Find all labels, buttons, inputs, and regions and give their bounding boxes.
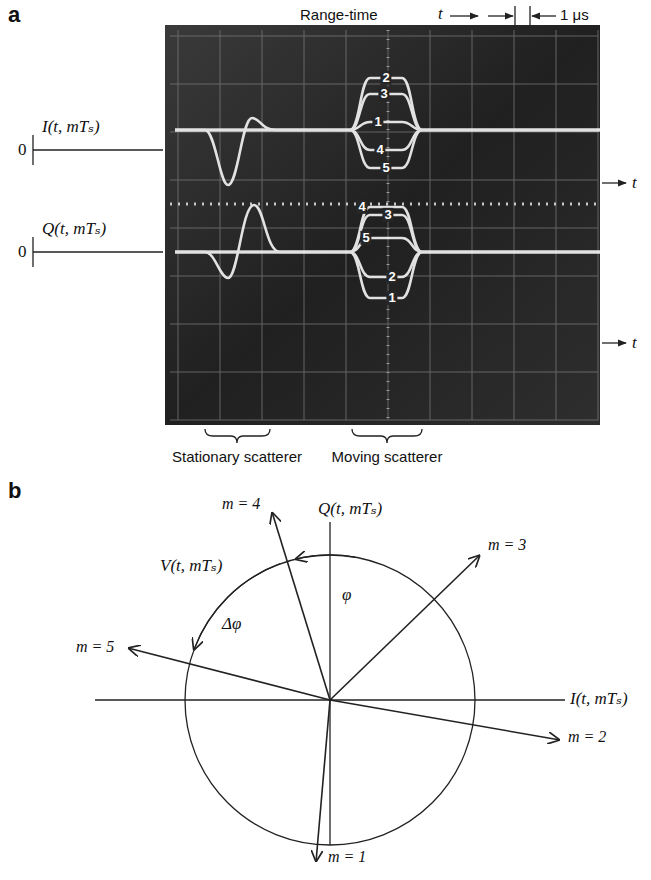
scatterer-label: Stationary scatterer bbox=[172, 448, 302, 465]
time-symbol: t bbox=[438, 4, 443, 24]
angle-label: φ bbox=[342, 585, 351, 605]
trace-number: 3 bbox=[382, 208, 393, 222]
scatterer-label: Moving scatterer bbox=[332, 448, 443, 465]
zero-label: 0 bbox=[18, 242, 27, 262]
phasor-axes bbox=[95, 522, 565, 845]
signal-label: I(t, mTₛ) bbox=[42, 117, 100, 137]
axis-caption: Range-time bbox=[300, 6, 378, 23]
vector-label: m = 3 bbox=[488, 536, 526, 554]
phasor-vector bbox=[128, 512, 560, 862]
brace bbox=[205, 429, 422, 443]
signal-label: Q(t, mTₛ) bbox=[42, 219, 106, 239]
axis-label: I(t, mTₛ) bbox=[570, 689, 628, 709]
trace-number: 4 bbox=[374, 143, 385, 157]
trace-number: 1 bbox=[372, 115, 383, 129]
vector-label: V(t, mTₛ) bbox=[160, 556, 222, 576]
scope-grid bbox=[170, 30, 598, 420]
trace-number: 5 bbox=[360, 231, 371, 245]
time-symbol: t bbox=[632, 333, 637, 353]
axis-label: Q(t, mTₛ) bbox=[318, 499, 382, 519]
panel-letter: a bbox=[8, 2, 20, 27]
q-trace bbox=[175, 205, 600, 298]
angle-label: Δφ bbox=[222, 614, 241, 634]
time-symbol: t bbox=[632, 173, 637, 193]
panel-letter: b bbox=[8, 478, 21, 503]
scale-label: 1 μs bbox=[560, 6, 589, 23]
vector-label: m = 4 bbox=[222, 495, 260, 513]
vector-label: m = 1 bbox=[328, 848, 366, 866]
vector-label: m = 2 bbox=[568, 728, 606, 746]
trace-number: 5 bbox=[380, 161, 391, 175]
center-graticule bbox=[170, 203, 598, 206]
i-trace bbox=[175, 78, 600, 185]
zero-label: 0 bbox=[18, 140, 27, 160]
trace-number: 2 bbox=[380, 71, 391, 85]
time-scale bbox=[450, 6, 556, 27]
trace-number: 3 bbox=[378, 87, 389, 101]
scope-screen bbox=[165, 25, 600, 425]
trace-number: 4 bbox=[356, 200, 367, 214]
vector-label: m = 5 bbox=[76, 638, 114, 656]
trace-number: 1 bbox=[386, 291, 397, 305]
trace-number: 2 bbox=[386, 270, 397, 284]
